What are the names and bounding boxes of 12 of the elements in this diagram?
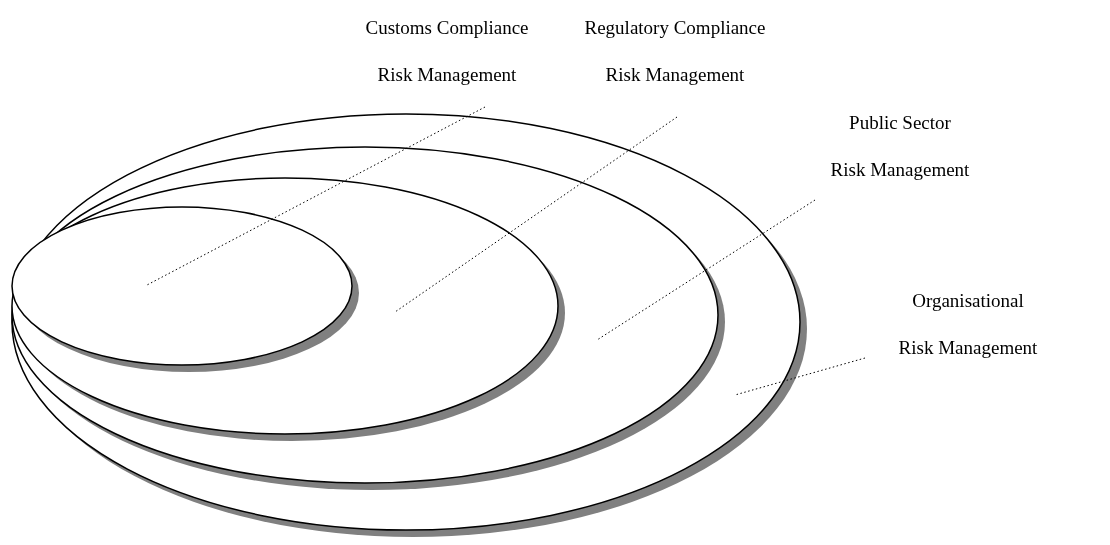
label-text: Organisational	[912, 289, 1024, 313]
label-text: Risk Management	[830, 158, 970, 182]
label-text: Risk Management	[377, 63, 517, 87]
leader-line	[146, 106, 486, 286]
label-text: Risk Management	[898, 336, 1038, 360]
leader-line	[596, 199, 816, 341]
leader-line	[394, 116, 678, 313]
label-text: Public Sector	[849, 111, 951, 135]
label-text: Regulatory Compliance	[584, 16, 766, 40]
label-text: Customs Compliance	[365, 16, 529, 40]
label-text: Risk Management	[605, 63, 745, 87]
leader-line	[734, 357, 866, 396]
